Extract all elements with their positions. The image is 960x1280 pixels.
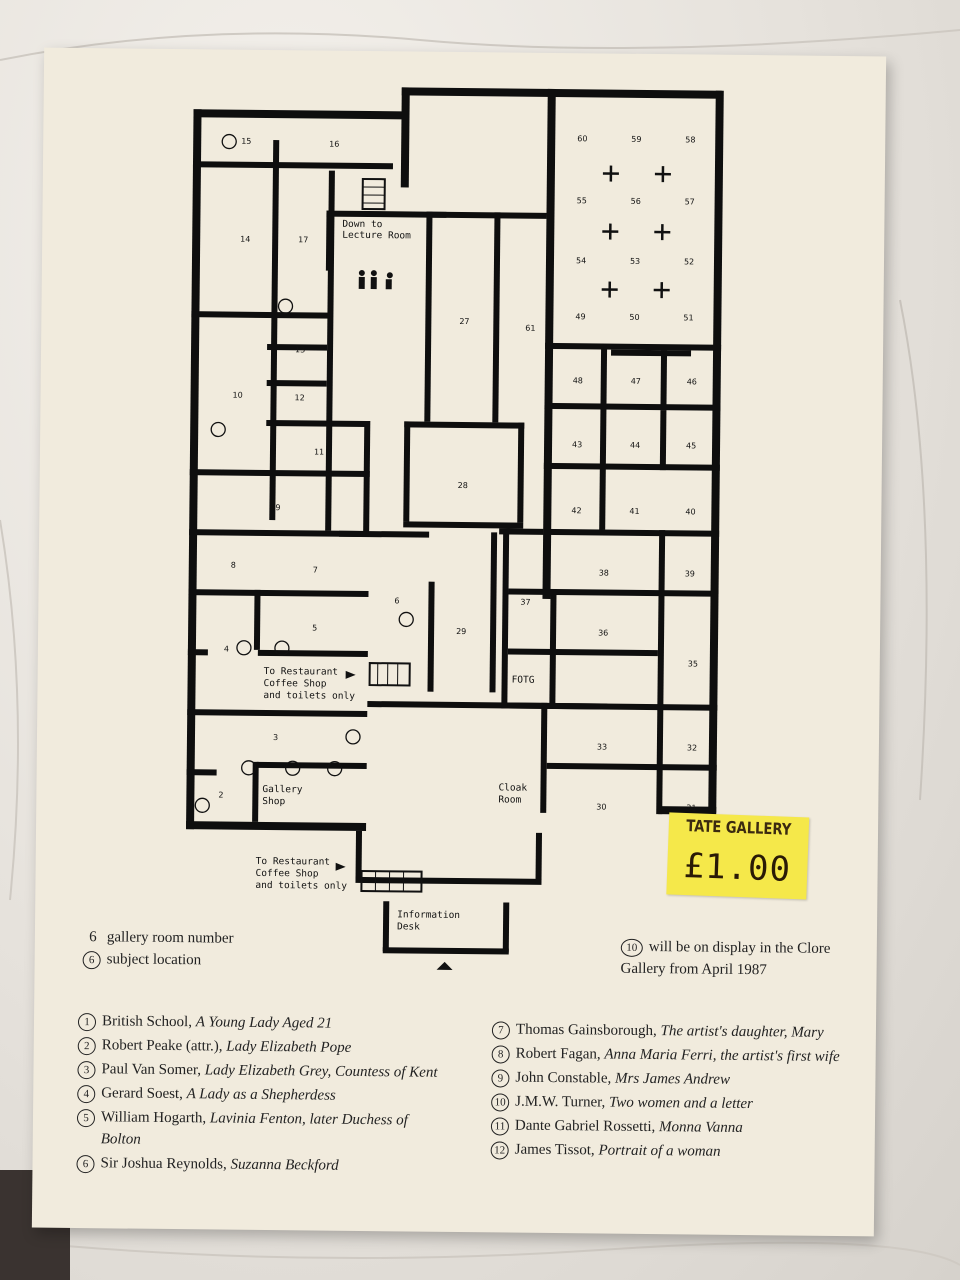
room-58: 58 — [685, 135, 695, 144]
room-45: 45 — [686, 441, 696, 450]
tate-gallery-floor-plan-leaflet: 2 3 4 5 6 7 8 9 10 11 12 13 14 15 16 17 … — [31, 47, 887, 1237]
cross-markers — [601, 165, 671, 299]
room-3: 3 — [273, 733, 278, 742]
room-10: 10 — [233, 391, 243, 400]
entrance-arrow-icon — [436, 961, 453, 970]
room-37: 37 — [520, 598, 530, 607]
room-4: 4 — [224, 645, 229, 654]
room-51: 51 — [683, 313, 693, 322]
arrow-right-icon — [335, 862, 346, 871]
room-44: 44 — [630, 441, 640, 450]
room-16: 16 — [329, 140, 339, 149]
restaurant-label-upper: To RestaurantCoffee Shopand toilets only — [263, 666, 355, 702]
stairs-icon — [360, 177, 423, 893]
room-54: 54 — [576, 256, 586, 265]
room-57: 57 — [685, 197, 695, 206]
room-48: 48 — [573, 376, 583, 385]
room-40: 40 — [685, 507, 695, 516]
room-46: 46 — [687, 377, 697, 386]
restaurant-label-lower: To RestaurantCoffee Shopand toilets only — [255, 856, 347, 892]
room-53: 53 — [630, 257, 640, 266]
room-32: 32 — [687, 743, 697, 752]
floor-plan: 2 3 4 5 6 7 8 9 10 11 12 13 14 15 16 17 … — [186, 87, 724, 970]
price-sticker: TATE GALLERY £1.00 — [666, 812, 810, 900]
room-36: 36 — [598, 628, 608, 637]
fotg-label: FOTG — [512, 675, 535, 686]
room-6: 6 — [394, 596, 399, 605]
room-28: 28 — [458, 481, 468, 490]
room-14: 14 — [240, 235, 250, 244]
room-52: 52 — [684, 257, 694, 266]
room-35: 35 — [688, 659, 698, 668]
room-60: 60 — [577, 134, 587, 143]
room-31: 31 — [686, 803, 696, 812]
room-38: 38 — [599, 568, 609, 577]
room-56: 56 — [631, 197, 641, 206]
room-11: 11 — [314, 447, 324, 456]
room-47: 47 — [631, 377, 641, 386]
room-9: 9 — [275, 503, 280, 512]
room-50: 50 — [629, 313, 639, 322]
room-5: 5 — [312, 623, 317, 632]
arrow-right-icon — [345, 670, 356, 679]
price-value: £1.00 — [682, 845, 792, 890]
room-2: 2 — [218, 790, 223, 799]
subject-markers — [194, 133, 414, 813]
room-8: 8 — [231, 561, 236, 570]
information-desk-label: InformationDesk — [397, 909, 460, 933]
room-49: 49 — [575, 312, 585, 321]
room-29: 29 — [456, 627, 466, 636]
toilets-icon — [358, 269, 393, 290]
room-30: 30 — [596, 802, 606, 811]
room-39: 39 — [685, 569, 695, 578]
room-43: 43 — [572, 440, 582, 449]
room-41: 41 — [629, 507, 639, 516]
room-7: 7 — [313, 565, 318, 574]
room-42: 42 — [571, 506, 581, 515]
room-27: 27 — [459, 317, 469, 326]
floor-plan-walls — [186, 87, 724, 955]
room-33: 33 — [597, 742, 607, 751]
room-59: 59 — [631, 135, 641, 144]
room-12: 12 — [295, 393, 305, 402]
room-15: 15 — [241, 137, 251, 146]
cloak-room-label: CloakRoom — [498, 782, 527, 805]
room-55: 55 — [577, 196, 587, 205]
room-17: 17 — [298, 235, 308, 244]
gallery-shop-label: GalleryShop — [262, 784, 303, 807]
room-numbers: 2 3 4 5 6 7 8 9 10 11 12 13 14 15 16 17 … — [218, 134, 698, 812]
price-sticker-title: TATE GALLERY — [685, 816, 792, 839]
room-61: 61 — [525, 324, 535, 333]
lecture-room-label: Down toLecture Room — [342, 219, 411, 242]
room-13: 13 — [295, 345, 305, 354]
